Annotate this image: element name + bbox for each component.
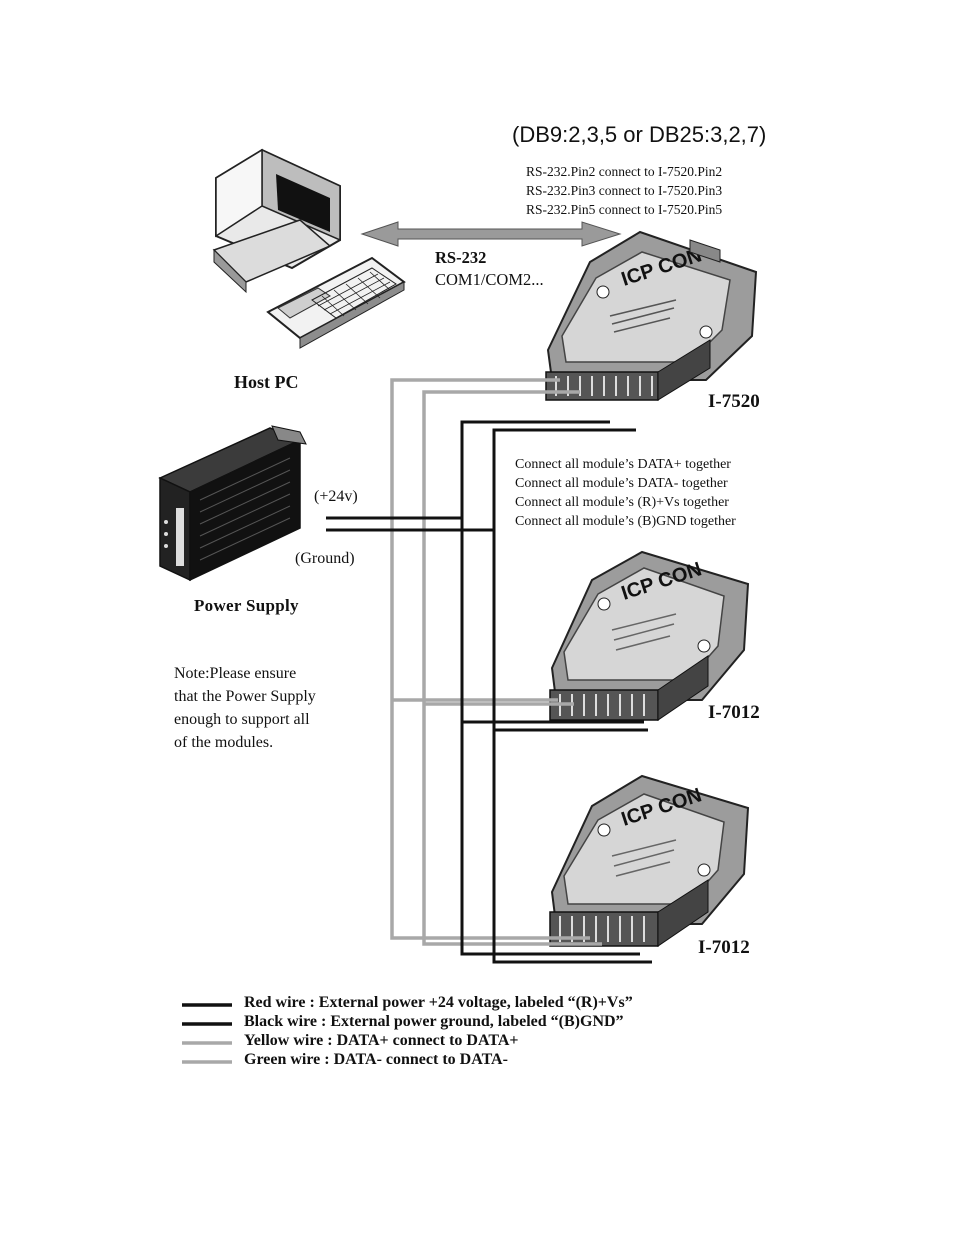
legend-yellow-wire: Yellow wire : DATA+ connect to DATA+ — [244, 1032, 519, 1049]
rs232-arrow — [360, 221, 622, 247]
connect-note: Connect all module’s (B)GND together — [515, 514, 736, 529]
note-line: of the modules. — [174, 734, 274, 751]
positive-voltage-label: (+24v) — [314, 488, 358, 505]
connect-note: Connect all module’s DATA+ together — [515, 457, 731, 472]
connect-note: Connect all module’s DATA- together — [515, 476, 728, 491]
power-supply-label: Power Supply — [194, 596, 299, 615]
legend-black-wire: Black wire : External power ground, labe… — [244, 1013, 624, 1030]
note-line: Note:Please ensure — [174, 665, 297, 682]
pin-map-line: RS-232.Pin5 connect to I-7520.Pin5 — [526, 202, 723, 217]
ground-label: (Ground) — [295, 550, 355, 567]
legend-swatches — [182, 1003, 232, 1064]
com-port-label: COM1/COM2... — [435, 270, 544, 289]
host-pc-icon — [212, 148, 406, 349]
module-i7520-icon: ICP CON — [545, 230, 758, 401]
host-pc-label: Host PC — [234, 372, 299, 392]
module-i7012-2-icon: ICP CON — [549, 774, 750, 947]
connect-note: Connect all module’s (R)+Vs together — [515, 495, 729, 510]
wire-power-positive — [326, 420, 644, 956]
pin-map-line: RS-232.Pin3 connect to I-7520.Pin3 — [526, 183, 723, 198]
pin-map-line: RS-232.Pin2 connect to I-7520.Pin2 — [526, 164, 723, 179]
wire-data-minus — [422, 390, 602, 946]
module-i7520-label: I-7520 — [708, 391, 760, 412]
note-line: that the Power Supply — [174, 688, 316, 705]
db-pin-header: (DB9:2,3,5 or DB25:3,2,7) — [512, 122, 767, 147]
legend-red-wire: Red wire : External power +24 voltage, l… — [244, 994, 633, 1011]
module-i7012-1-label: I-7012 — [708, 702, 760, 723]
power-note: Note:Please ensure that the Power Supply… — [174, 662, 374, 754]
module-i7012-1-icon: ICP CON — [549, 550, 750, 721]
wire-data-plus — [390, 378, 590, 940]
wire-power-ground — [326, 428, 652, 964]
note-line: enough to support all — [174, 711, 310, 728]
module-i7012-2-label: I-7012 — [698, 937, 750, 958]
legend-green-wire: Green wire : DATA- connect to DATA- — [244, 1051, 508, 1068]
power-supply-icon — [158, 425, 307, 582]
rs232-label: RS-232 — [435, 248, 487, 267]
